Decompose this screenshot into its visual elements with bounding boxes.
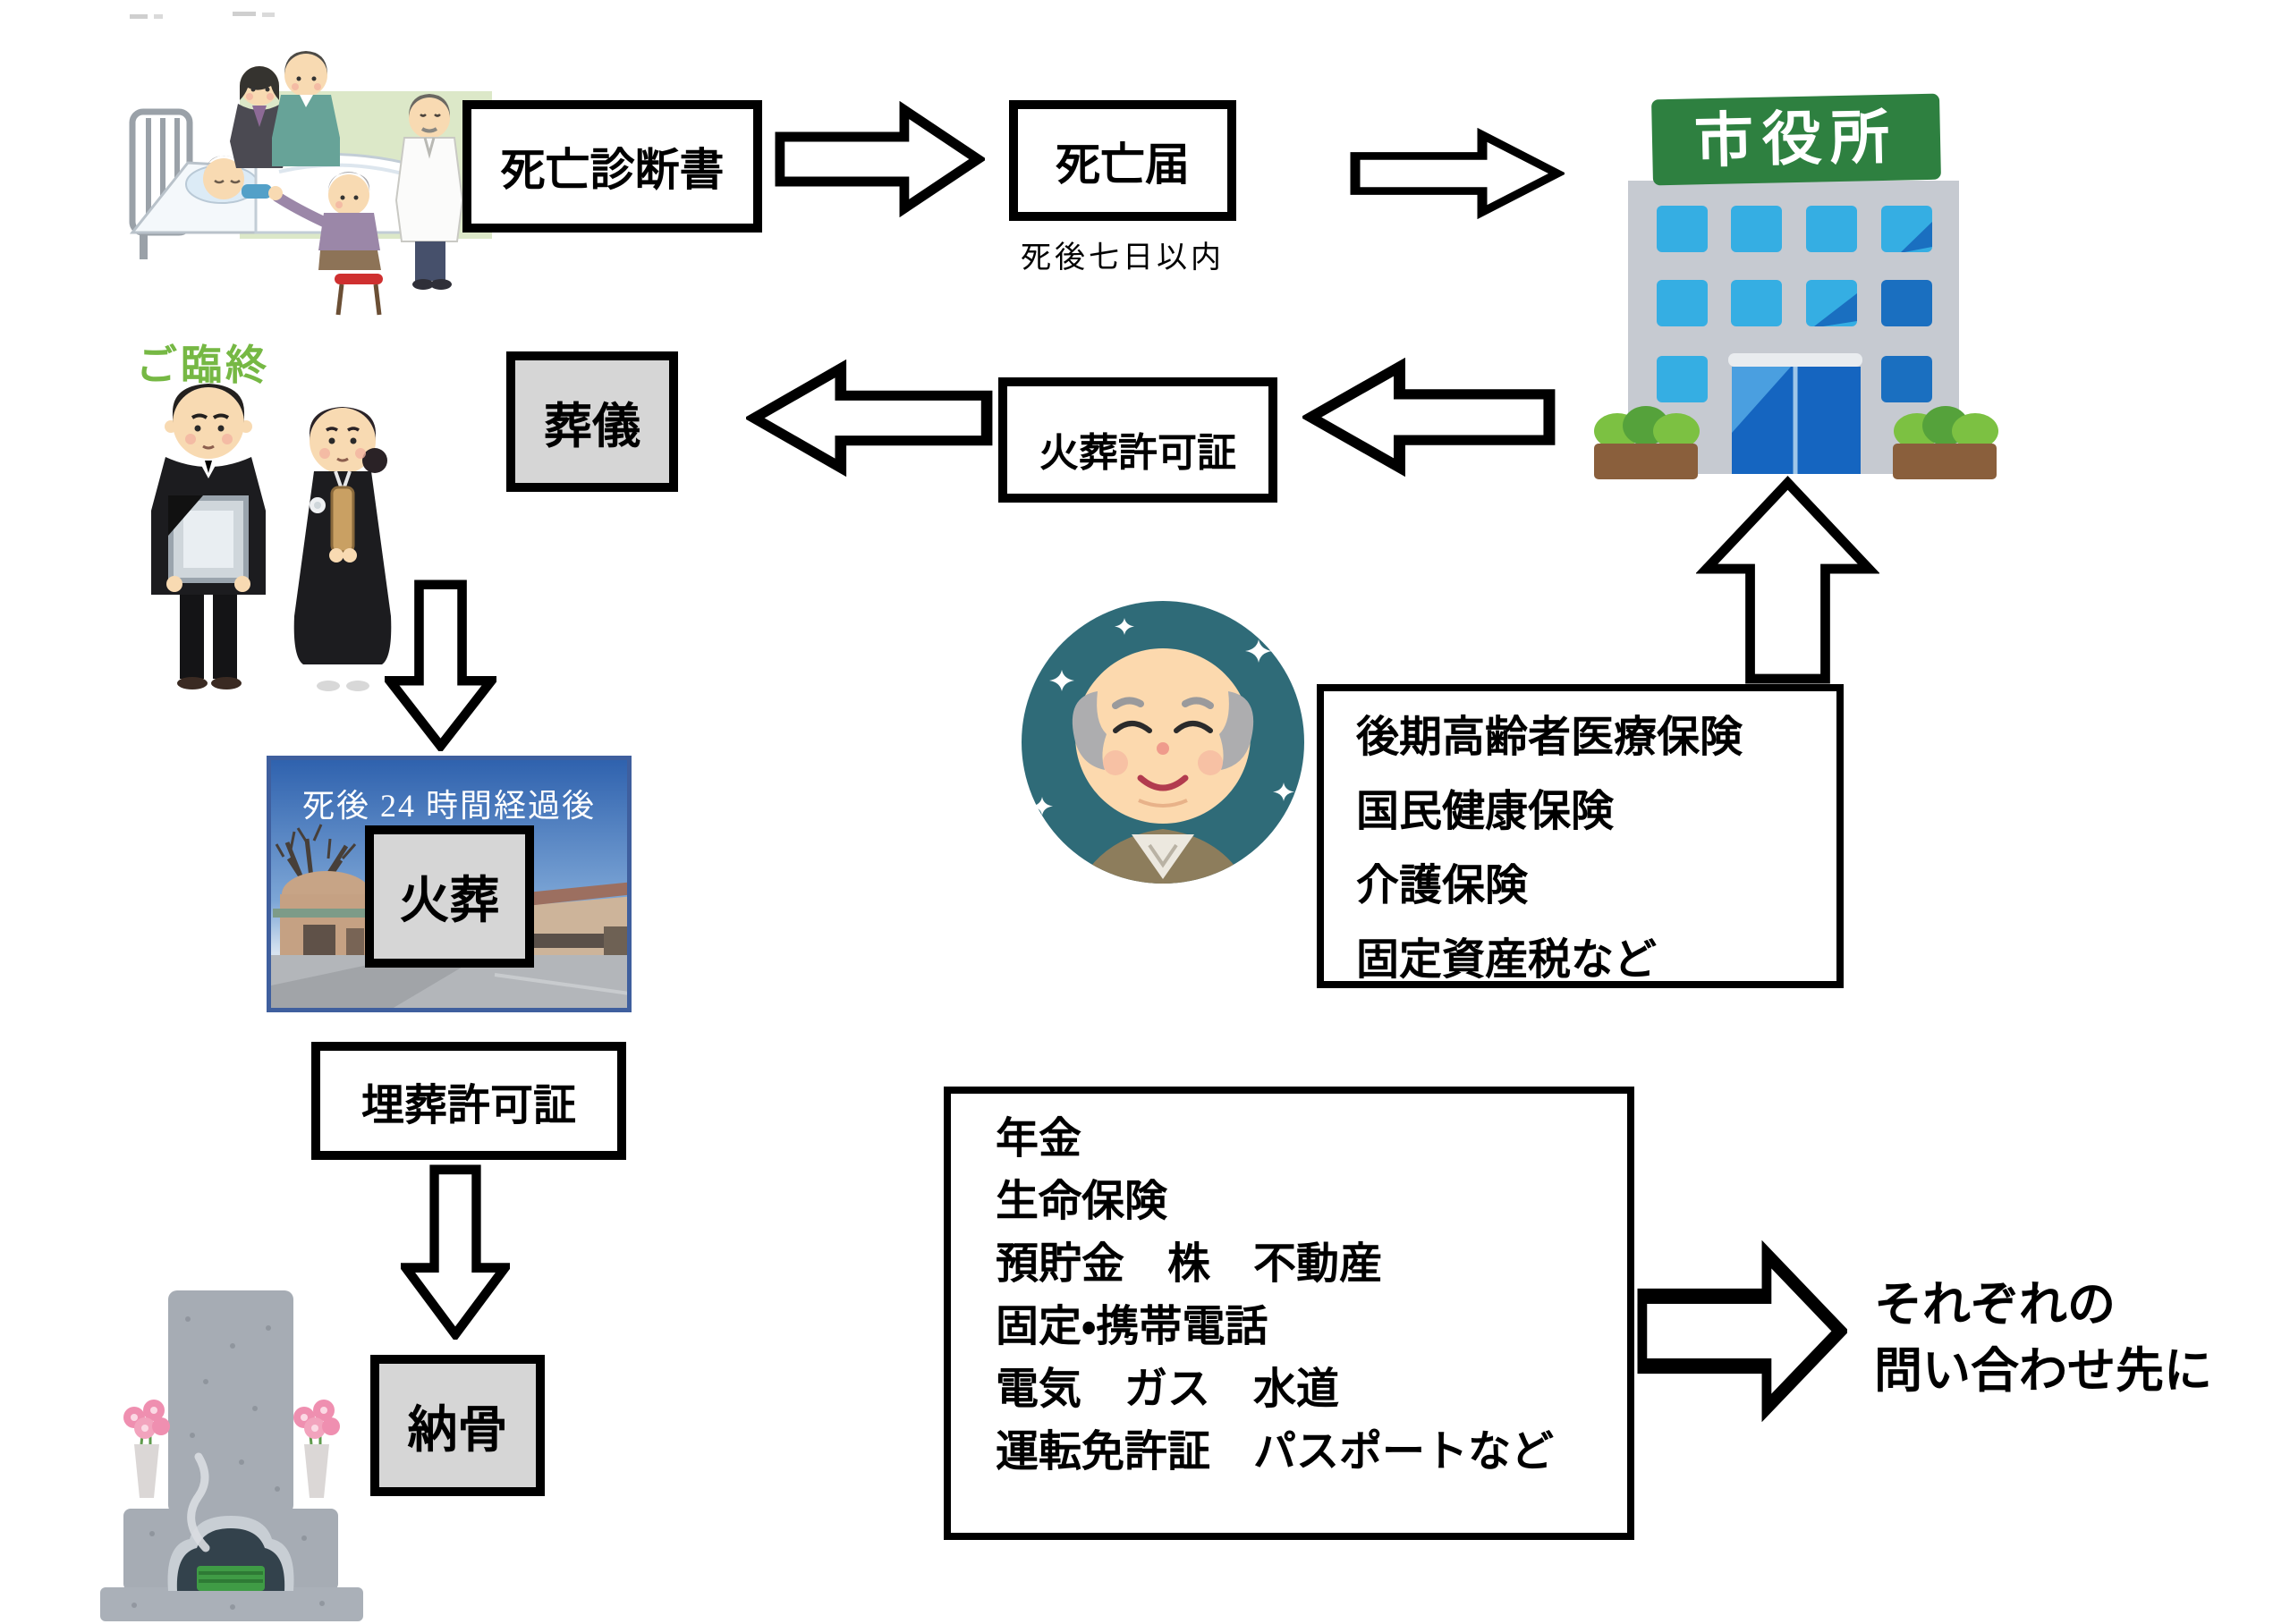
inquiry-note: それぞれの 問い合わせ先に [1874,1272,2212,1404]
cremation-note: 死後 24 時間経過後 [301,788,596,824]
list-item: 国民健康保険 [1356,788,1615,835]
list-item: 運転免許証 パスポートなど [996,1428,1555,1476]
city-hall-sign: 市役所 [1693,104,1898,174]
arrow-left-icon [1302,358,1556,477]
grave-illustration [98,1283,367,1624]
deathbed-scene-illustration [81,9,492,344]
list-item: 介護保険 [1356,862,1529,909]
bush-icon [1893,406,1998,479]
box-cremation-permit: 火葬許可証 [998,377,1277,503]
inquiry-line1: それぞれの [1874,1278,2116,1332]
list-item: 固定・携帯電話 [996,1303,1268,1350]
box-burial-permit: 埋葬許可証 [311,1042,626,1160]
bush-icon [1594,406,1700,479]
arrow-right-icon [1637,1240,1847,1422]
deceased-person-illustration [1015,595,1310,948]
arrow-down-icon [385,579,496,751]
list-item: 後期高齢者医療保険 [1356,714,1743,761]
arrow-down-icon [401,1164,510,1340]
flowers-icon [123,1400,170,1498]
box-death-report: 死亡届 [1009,100,1236,221]
sparkle-icon [1031,618,1294,907]
arrow-right-icon [775,101,985,217]
arrow-up-icon [1696,476,1879,684]
list-item: 生命保険 [996,1178,1168,1225]
city-hall-procedures-box: 後期高齢者医療保険 国民健康保険 介護保険 固定資産税など [1317,684,1844,988]
list-item: 電気 ガス 水道 [996,1366,1340,1413]
arrow-left-icon [746,359,993,477]
death-report-note: 死後七日以内 [1021,241,1225,275]
list-item: 固定資産税など [1356,936,1658,984]
deathbed-caption: ご臨終 [136,342,270,388]
box-death-certificate: 死亡診断書 [462,100,762,233]
box-cremation: 火葬 [365,825,534,968]
box-interment: 納骨 [370,1355,545,1496]
arrow-right-icon [1350,128,1565,219]
other-procedures-box: 年金 生命保険 預貯金 株 不動産 固定・携帯電話 電気 ガス 水道 運転免許証… [944,1087,1634,1540]
box-funeral: 葬儀 [506,351,678,492]
city-hall-illustration: 市役所 [1590,45,2042,483]
mourners-illustration [139,371,416,702]
list-item: 預貯金 株 不動産 [996,1240,1383,1288]
list-item: 年金 [996,1115,1082,1163]
flowers-icon [293,1400,340,1498]
inquiry-line2: 問い合わせ先に [1874,1344,2212,1398]
